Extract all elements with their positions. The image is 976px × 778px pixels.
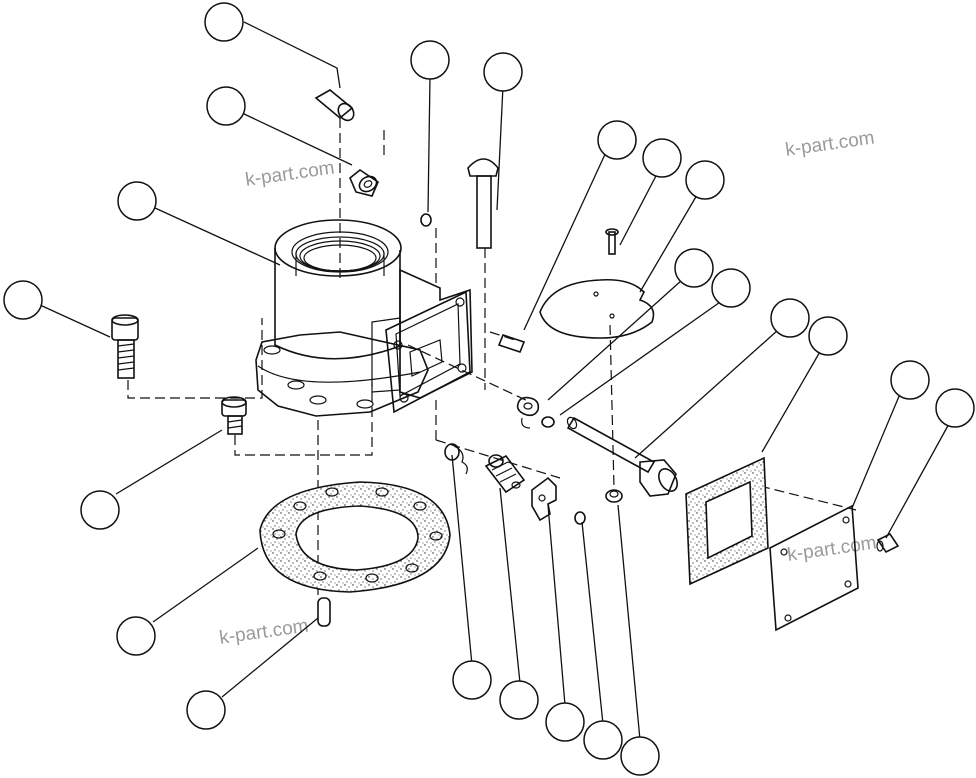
- washer-top: [420, 213, 432, 227]
- callout-c6: [116, 616, 156, 656]
- callout-c16: [808, 316, 848, 356]
- leader-c18: [885, 421, 951, 539]
- cover-gasket: [685, 456, 769, 586]
- callout-c23: [620, 736, 660, 776]
- callout-c2: [206, 86, 246, 126]
- callout-c20: [499, 680, 539, 720]
- leader-c14: [559, 299, 724, 416]
- callout-c12: [685, 160, 725, 200]
- callout-c21: [545, 702, 585, 742]
- callout-c17: [890, 360, 930, 400]
- leader-c17: [851, 393, 901, 509]
- callout-c5: [80, 490, 120, 530]
- leader-c9: [496, 85, 504, 211]
- leader-c8: [427, 75, 431, 213]
- callout-c3: [117, 181, 157, 221]
- small-screw: [221, 396, 247, 435]
- leader-c4: [39, 304, 111, 338]
- leader-c19: [451, 454, 473, 666]
- snap-ring: [574, 511, 586, 525]
- callout-c10: [597, 120, 637, 160]
- long-pin: [467, 158, 499, 249]
- dowel-pin: [317, 597, 331, 627]
- callout-c18: [935, 388, 975, 428]
- small-washer: [541, 416, 555, 428]
- leader-c2: [241, 112, 353, 166]
- shaft: [566, 416, 678, 497]
- cover-screw: [876, 532, 900, 554]
- leader-c10: [523, 149, 608, 331]
- leader-c20: [499, 487, 521, 684]
- leader-c22: [581, 521, 604, 725]
- leader-c6: [152, 547, 259, 623]
- flange-gasket: [259, 481, 451, 593]
- valve-plate: [539, 278, 655, 339]
- leader-lines: [39, 21, 951, 741]
- bushing: [314, 89, 355, 122]
- callout-c4: [3, 280, 43, 320]
- callout-c8: [410, 40, 450, 80]
- cap-screw: [111, 314, 139, 379]
- leader-c12: [639, 194, 698, 293]
- adjuster-spring: [444, 443, 468, 475]
- callout-c22: [583, 720, 623, 760]
- leader-c13: [547, 279, 683, 401]
- callout-c15: [770, 298, 810, 338]
- callout-c11: [642, 138, 682, 178]
- leader-c21: [547, 504, 566, 706]
- callout-c14: [711, 268, 751, 308]
- callout-c9: [483, 52, 523, 92]
- callout-c1: [204, 2, 244, 42]
- callout-c19: [452, 660, 492, 700]
- callout-circles: [3, 2, 975, 776]
- tiny-screw: [605, 228, 619, 255]
- roll-pin: [497, 334, 526, 353]
- callout-c13: [674, 248, 714, 288]
- lever-clip: [531, 476, 557, 522]
- leader-c7: [221, 617, 319, 698]
- leader-c11: [619, 171, 659, 246]
- cap: [349, 169, 379, 197]
- leader-c3: [154, 207, 281, 266]
- threaded-sleeve: [484, 454, 526, 494]
- spring-clip: [516, 396, 540, 429]
- housing: [255, 219, 473, 417]
- cover-plate: [769, 504, 859, 632]
- callout-c7: [186, 690, 226, 730]
- leader-c1: [243, 21, 341, 89]
- leader-c5: [115, 429, 223, 495]
- small-cap: [605, 489, 623, 503]
- leader-c16: [761, 349, 822, 453]
- leader-c23: [617, 504, 641, 741]
- leader-c15: [634, 329, 779, 459]
